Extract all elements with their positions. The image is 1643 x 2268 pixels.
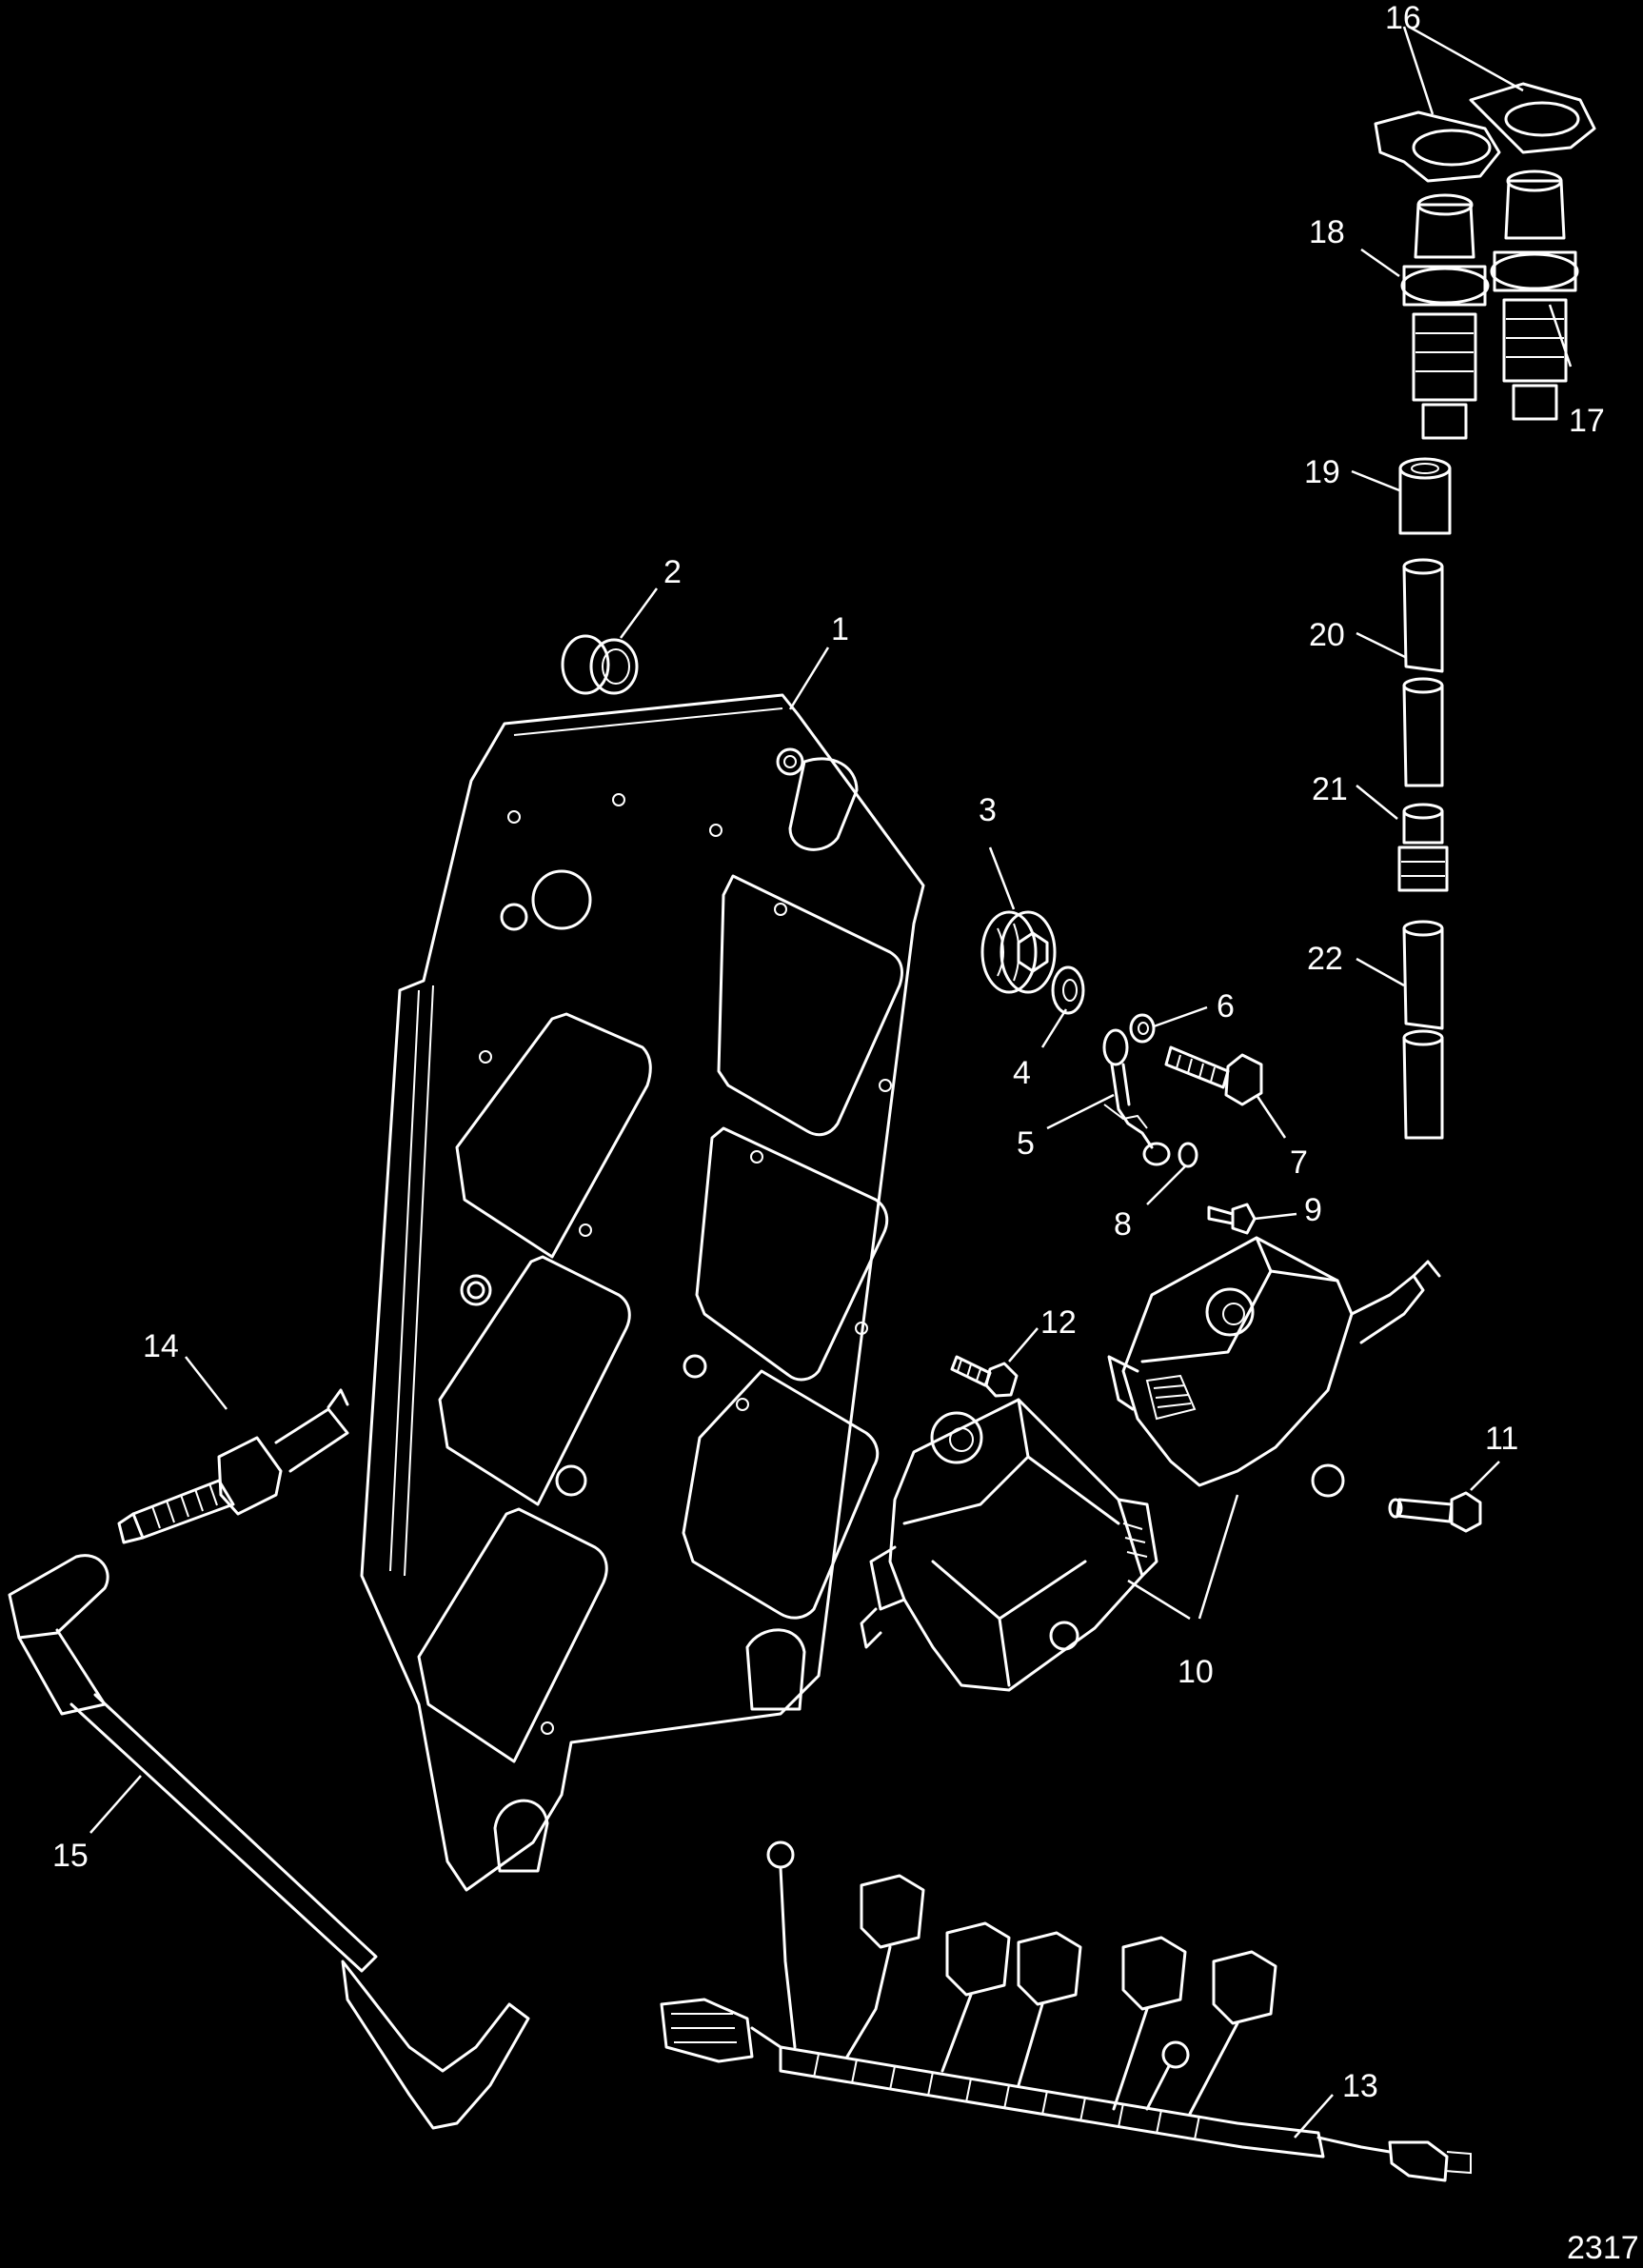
callout-7: 7 <box>1290 1144 1308 1181</box>
part-18-fitting <box>1400 193 1490 440</box>
part-4-washer <box>1051 965 1085 1015</box>
callout-20: 20 <box>1309 617 1345 653</box>
part-13-wire-harness <box>660 1840 1472 2182</box>
part-12-bolt <box>950 1355 1019 1398</box>
callout-5: 5 <box>1017 1125 1035 1162</box>
callout-15: 15 <box>52 1838 89 1874</box>
callout-19: 19 <box>1304 454 1340 490</box>
part-11-bolt <box>1388 1491 1482 1533</box>
callout-13: 13 <box>1342 2068 1378 2104</box>
part-16-clamps <box>1374 82 1596 183</box>
leader-lines <box>89 25 1573 2139</box>
callout-2: 2 <box>663 554 682 590</box>
callout-17: 17 <box>1569 403 1605 439</box>
callout-14: 14 <box>143 1328 179 1364</box>
callout-labels: 1 2 3 4 5 6 7 8 9 10 11 12 13 14 15 16 1… <box>52 0 1639 2266</box>
callout-11: 11 <box>1485 1421 1518 1457</box>
part-20-hose <box>1402 558 1444 787</box>
part-9-screw <box>1207 1203 1257 1235</box>
part-6-washer <box>1129 1013 1156 1044</box>
callout-16: 16 <box>1385 0 1421 36</box>
callout-21: 21 <box>1312 771 1348 807</box>
part-8-washer <box>1178 1142 1198 1168</box>
part-1-mounting-plate <box>360 693 925 1892</box>
part-21-hose-connector <box>1397 803 1449 892</box>
callout-18: 18 <box>1309 214 1345 250</box>
part-3-grommet <box>980 910 1057 994</box>
part-15-spark-plug-lead <box>8 1554 530 2130</box>
part-17-fitting <box>1490 169 1579 421</box>
part-19-hose-fitting <box>1398 457 1452 535</box>
callout-6: 6 <box>1217 988 1235 1025</box>
part-2-grommet <box>561 634 639 695</box>
callout-22: 22 <box>1307 941 1343 977</box>
callout-3: 3 <box>979 792 997 828</box>
part-7-bolt <box>1164 1045 1263 1106</box>
part-10-ignition-coil-upper <box>1107 1236 1441 1498</box>
part-22-hose <box>1402 920 1444 1140</box>
callout-8: 8 <box>1114 1206 1132 1243</box>
part-5-ground-strap <box>1102 1028 1171 1166</box>
part-14-spark-plug <box>117 1388 349 1544</box>
callout-1: 1 <box>831 611 849 647</box>
callout-4: 4 <box>1013 1055 1031 1091</box>
part-10-ignition-coil-lower <box>860 1398 1158 1692</box>
callout-10: 10 <box>1178 1654 1214 1690</box>
callout-9: 9 <box>1304 1192 1322 1228</box>
callout-12: 12 <box>1040 1304 1077 1341</box>
figure-number: 2317 <box>1567 2230 1639 2266</box>
